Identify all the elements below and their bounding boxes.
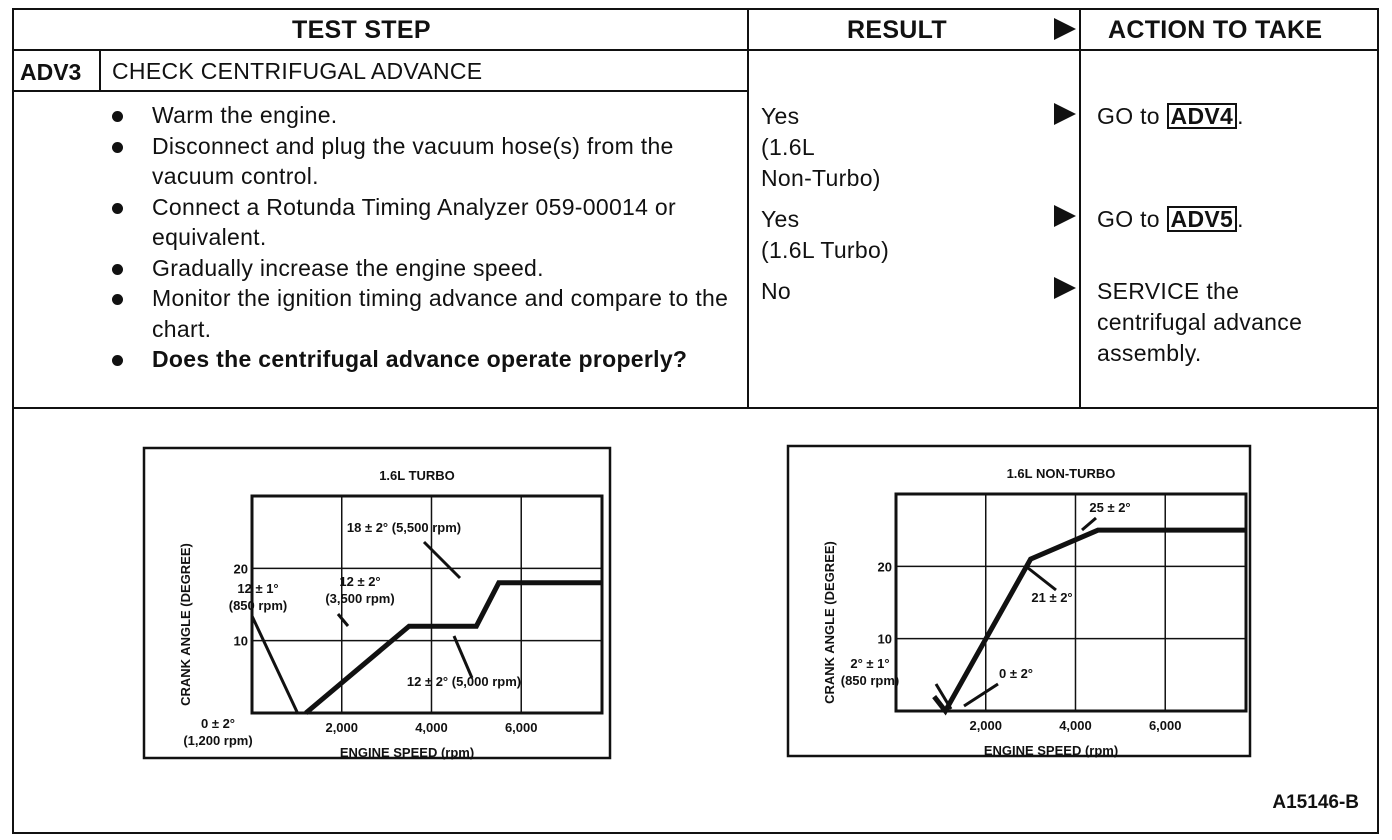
annotation-label: 21 ± 2° bbox=[1031, 590, 1072, 605]
step-id-divider bbox=[99, 49, 101, 90]
annotation-leader-line bbox=[1081, 516, 1097, 532]
step-bullet-list: Warm the engine. Disconnect and plug the… bbox=[108, 100, 748, 375]
arrow-right-icon bbox=[1054, 103, 1076, 125]
step-id: ADV3 bbox=[20, 59, 82, 85]
result-yes-non-turbo: Yes (1.6L Non-Turbo) bbox=[761, 103, 881, 191]
result-yes-turbo: Yes (1.6L Turbo) bbox=[761, 206, 890, 263]
annotation-label: 0 ± 2° bbox=[201, 716, 235, 731]
annotation-label: 12 ± 2° (5,000 rpm) bbox=[407, 674, 521, 689]
annotation-label: 12 ± 2° bbox=[339, 574, 380, 589]
action-go-adv4: GO to ADV4. bbox=[1097, 103, 1244, 129]
x-tick-label: 4,000 bbox=[1059, 718, 1092, 733]
y-axis-label: CRANK ANGLE (DEGREE) bbox=[178, 543, 193, 706]
list-item: Monitor the ignition timing advance and … bbox=[108, 283, 748, 344]
result-column-divider bbox=[747, 8, 749, 408]
annotation-label: 18 ± 2° (5,500 rpm) bbox=[347, 520, 461, 535]
x-tick-label: 6,000 bbox=[1149, 718, 1182, 733]
annotation-label: (850 rpm) bbox=[841, 673, 900, 688]
bullet-icon bbox=[112, 294, 123, 305]
y-tick-label: 20 bbox=[878, 559, 892, 574]
annotation-leader-line bbox=[934, 683, 953, 710]
figure-id: A15146-B bbox=[1272, 792, 1359, 813]
annotation-leader-line bbox=[250, 615, 300, 715]
diagnostic-page: TEST STEP RESULT ACTION TO TAKE ADV3 CHE… bbox=[12, 8, 1379, 834]
list-item: Does the centrifugal advance operate pro… bbox=[108, 344, 748, 375]
bullet-icon bbox=[112, 111, 123, 122]
x-tick-label: 2,000 bbox=[325, 720, 358, 735]
result-no: No bbox=[761, 278, 792, 304]
test-step-header: TEST STEP bbox=[292, 16, 431, 44]
header-divider bbox=[12, 49, 1377, 51]
step-title-divider bbox=[12, 90, 749, 92]
arrow-right-icon bbox=[1054, 205, 1076, 227]
table-frame bbox=[12, 8, 1379, 834]
annotation-label: 2° ± 1° bbox=[850, 656, 889, 671]
y-tick-label: 10 bbox=[234, 634, 248, 649]
list-item: Disconnect and plug the vacuum hose(s) f… bbox=[108, 131, 748, 192]
bullet-icon bbox=[112, 263, 123, 275]
result-header: RESULT bbox=[847, 16, 947, 44]
y-tick-label: 10 bbox=[878, 632, 892, 647]
annotation-label: (850 rpm) bbox=[229, 598, 288, 613]
x-axis-label: ENGINE SPEED (rpm) bbox=[984, 743, 1118, 758]
arrow-right-icon bbox=[1054, 18, 1076, 40]
annotation-label: (1,200 rpm) bbox=[183, 733, 252, 748]
chart-title: 1.6L TURBO bbox=[379, 468, 455, 483]
y-axis-label: CRANK ANGLE (DEGREE) bbox=[822, 541, 837, 704]
annotation-leader-line bbox=[963, 682, 999, 708]
annotation-label: 0 ± 2° bbox=[999, 666, 1033, 681]
chart-title: 1.6L NON-TURBO bbox=[1007, 466, 1116, 481]
bullet-icon bbox=[112, 141, 123, 153]
step-title: CHECK CENTRIFUGAL ADVANCE bbox=[112, 58, 483, 84]
list-item: Warm the engine. bbox=[108, 100, 748, 131]
adv4-reference-link[interactable]: ADV4 bbox=[1166, 103, 1238, 129]
chart-outer-frame bbox=[142, 446, 612, 760]
chart-outer-frame bbox=[786, 444, 1252, 758]
annotation-leader-line bbox=[452, 635, 474, 679]
plot-area-frame bbox=[894, 492, 1248, 713]
bullet-icon bbox=[112, 202, 123, 214]
arrow-right-icon bbox=[1054, 277, 1076, 299]
x-tick-label: 2,000 bbox=[969, 718, 1002, 733]
x-tick-label: 4,000 bbox=[415, 720, 448, 735]
annotation-leader-line bbox=[336, 613, 350, 627]
action-column-divider bbox=[1079, 8, 1081, 408]
adv5-reference-link[interactable]: ADV5 bbox=[1166, 206, 1238, 232]
y-tick-label: 20 bbox=[234, 561, 248, 576]
annotation-leader-line bbox=[1027, 566, 1057, 592]
list-item: Gradually increase the engine speed. bbox=[108, 253, 748, 284]
action-service: SERVICE the centrifugal advance assembly… bbox=[1097, 278, 1303, 366]
action-go-adv5: GO to ADV5. bbox=[1097, 206, 1244, 232]
annotation-leader-line bbox=[422, 540, 462, 580]
x-tick-label: 6,000 bbox=[505, 720, 538, 735]
plot-area-frame bbox=[250, 494, 604, 715]
annotation-label: (3,500 rpm) bbox=[325, 591, 394, 606]
action-header: ACTION TO TAKE bbox=[1108, 16, 1323, 44]
non-turbo-chart-svg: 1.6L NON-TURBO 2,000 4,000 6,000 10 20ENGINE … bbox=[786, 444, 1252, 758]
figure-divider bbox=[12, 407, 1377, 409]
x-axis-label: ENGINE SPEED (rpm) bbox=[340, 745, 474, 760]
annotation-label: 25 ± 2° bbox=[1089, 500, 1130, 515]
annotation-label: 12 ± 1° bbox=[237, 581, 278, 596]
list-item: Connect a Rotunda Timing Analyzer 059-00… bbox=[108, 192, 748, 253]
bullet-icon bbox=[112, 355, 123, 366]
